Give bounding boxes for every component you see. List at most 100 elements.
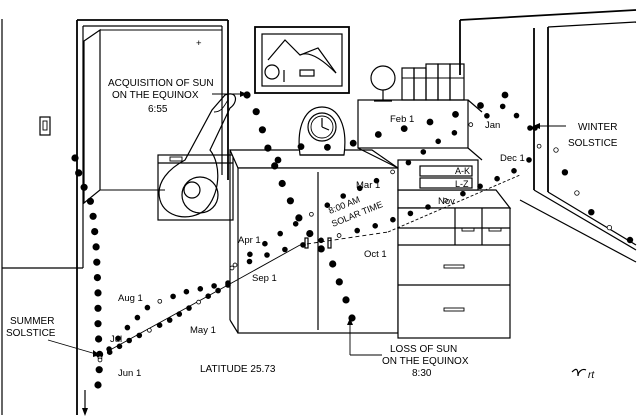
sun-spot-dot bbox=[282, 246, 288, 253]
sun-spot-dot bbox=[309, 211, 314, 217]
sun-spot-dot bbox=[94, 304, 102, 312]
sun-spot-dot bbox=[390, 216, 396, 223]
month-jun: Jun 1 bbox=[118, 368, 141, 379]
sun-spot-dot bbox=[170, 293, 176, 300]
sun-spot-dot bbox=[626, 236, 634, 244]
sun-spot-dot bbox=[258, 126, 266, 134]
signature: rt bbox=[588, 370, 595, 381]
sun-spot-dot bbox=[197, 285, 204, 292]
sun-spot-dot bbox=[405, 159, 412, 166]
framed-picture bbox=[254, 26, 350, 94]
sun-spot-dot bbox=[477, 102, 484, 109]
summer-label-2: SOLSTICE bbox=[6, 328, 56, 339]
sun-spot-dot bbox=[166, 317, 173, 323]
sun-spot-dot bbox=[323, 143, 331, 151]
sun-spot-dot bbox=[75, 169, 83, 177]
sun-spot-dot bbox=[106, 346, 112, 352]
latitude-label: LATITUDE 25.73 bbox=[200, 364, 276, 375]
sun-spot-dot bbox=[335, 278, 343, 286]
month-apr: Apr 1 bbox=[238, 235, 261, 246]
sun-spot-dot bbox=[116, 343, 123, 350]
sun-spot-dot bbox=[425, 204, 431, 210]
sun-spot-dot bbox=[247, 251, 253, 258]
sun-spot-dot bbox=[89, 212, 97, 220]
sun-spot-dot bbox=[460, 190, 466, 197]
winter-label-1: WINTER bbox=[578, 122, 617, 133]
sun-spot-dot bbox=[115, 335, 121, 342]
sun-spot-dot bbox=[86, 197, 95, 205]
sun-spot-dot bbox=[97, 357, 103, 363]
sun-spot-dot bbox=[317, 245, 325, 253]
sun-spot-dot bbox=[356, 185, 363, 192]
acquisition-label-1: ACQUISITION OF SUN bbox=[108, 78, 214, 89]
sun-spot-dot bbox=[553, 147, 559, 153]
sun-spot-dot bbox=[277, 230, 284, 237]
sun-spot-dot bbox=[318, 237, 324, 244]
sun-spot-dot bbox=[526, 157, 532, 163]
sun-spot-dot bbox=[306, 230, 314, 238]
sun-spot-dot bbox=[354, 227, 361, 234]
sun-spot-dot bbox=[134, 314, 141, 321]
sun-spot-dot bbox=[95, 366, 103, 374]
month-feb: Feb 1 bbox=[390, 114, 414, 125]
filing-cabinet bbox=[397, 189, 512, 339]
signature-mark bbox=[571, 368, 587, 377]
sun-spot-dot bbox=[274, 156, 282, 164]
svg-text:+: + bbox=[196, 38, 202, 49]
sun-spot-dot bbox=[477, 183, 483, 190]
sun-spot-dot bbox=[232, 262, 238, 268]
sun-spot-dot bbox=[513, 112, 520, 119]
sun-spot-dot bbox=[373, 177, 380, 184]
sun-spot-dot bbox=[374, 131, 382, 138]
sun-spot-dot bbox=[501, 91, 509, 99]
doorway bbox=[1, 19, 229, 415]
sun-spot-dot bbox=[527, 125, 533, 131]
sun-spot-dot bbox=[324, 202, 331, 209]
sun-spot-dot bbox=[262, 240, 268, 247]
sun-spot-dot bbox=[93, 273, 102, 282]
annotation-arrows bbox=[47, 91, 566, 416]
sun-spot-dot bbox=[144, 304, 151, 311]
sun-spot-dot bbox=[342, 296, 350, 304]
sun-spot-dot bbox=[435, 138, 442, 145]
window bbox=[459, 9, 637, 263]
sun-spot-dot bbox=[452, 111, 459, 118]
sun-spot-dot bbox=[468, 122, 474, 127]
sun-spot-dot bbox=[94, 289, 102, 297]
sun-spot-dot bbox=[443, 198, 448, 203]
winter-label-2: SOLSTICE bbox=[568, 138, 618, 149]
sun-spot-dot bbox=[183, 288, 190, 295]
sun-spot-dot bbox=[390, 169, 395, 175]
month-nov: Nov bbox=[438, 196, 455, 207]
drawer-label-bottom: L-Z bbox=[455, 179, 469, 189]
sun-spot-dot bbox=[536, 143, 542, 149]
sun-spot-dot bbox=[451, 130, 458, 136]
sun-spot-dot bbox=[156, 322, 163, 329]
sun-spot-dot bbox=[186, 305, 192, 311]
sun-spot-dot bbox=[494, 175, 500, 182]
month-sep: Sep 1 bbox=[252, 273, 277, 284]
sun-spot-dots bbox=[71, 91, 634, 389]
sun-spot-dot bbox=[157, 298, 163, 304]
sun-spot-dot bbox=[252, 108, 260, 116]
sun-spot-dot bbox=[225, 280, 231, 286]
sun-spot-dot bbox=[329, 260, 337, 268]
sun-spot-dot bbox=[71, 154, 79, 162]
sun-spot-dot bbox=[205, 293, 212, 300]
dryer bbox=[157, 154, 234, 221]
acquisition-label-2: ON THE EQUINOX bbox=[112, 90, 199, 101]
sun-spot-dot bbox=[91, 228, 99, 236]
sun-spot-dot bbox=[147, 327, 152, 333]
acquisition-time: 6:55 bbox=[148, 104, 168, 115]
clock-icon bbox=[298, 106, 346, 156]
sun-spot-dot bbox=[95, 335, 103, 343]
loss-label-2: ON THE EQUINOX bbox=[382, 356, 469, 367]
sun-spot-dot bbox=[196, 299, 201, 305]
card-file: A-K L-Z bbox=[397, 159, 479, 191]
month-jul: Jul bbox=[110, 334, 122, 345]
sun-spot-dot bbox=[292, 221, 299, 227]
sun-spot-dot bbox=[246, 258, 253, 265]
sun-spot-dot bbox=[93, 258, 101, 266]
